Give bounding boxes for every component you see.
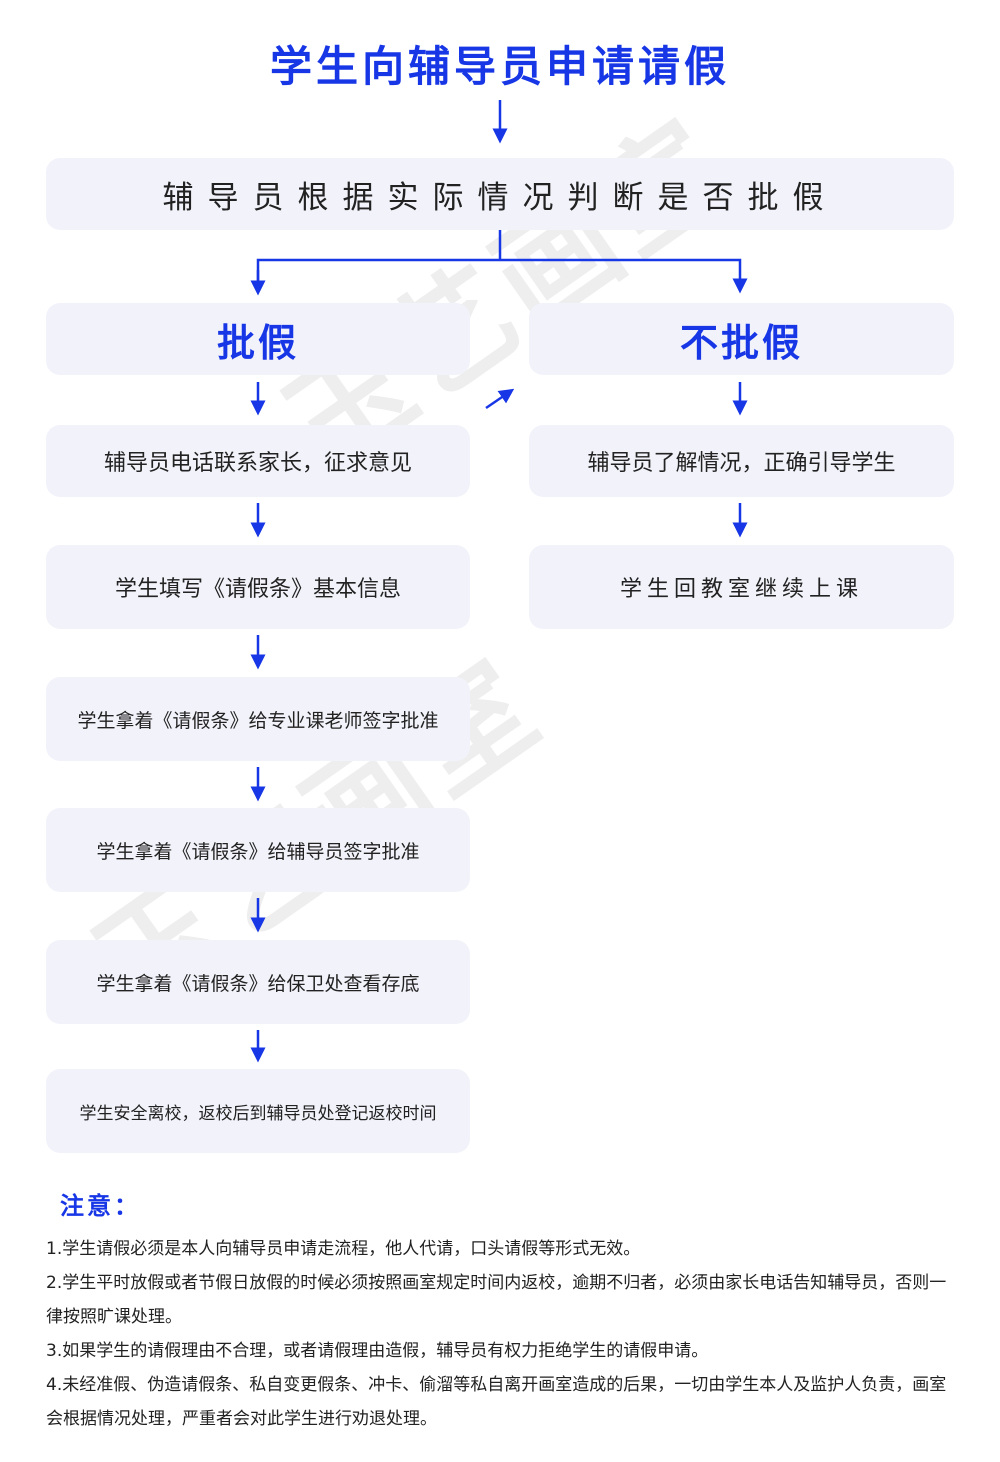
page-title: 学生向辅导员申请请假 bbox=[269, 42, 730, 91]
branch-connector bbox=[256, 230, 740, 286]
reject-step-2: 学生回教室继续上课 bbox=[529, 545, 954, 629]
approve-step-5: 学生拿着《请假条》给保卫处查看存底 bbox=[46, 940, 470, 1024]
notes-list: 1.学生请假必须是本人向辅导员申请走流程，他人代请，口头请假等形式无效。 2.学… bbox=[46, 1232, 958, 1436]
approve-step-6: 学生安全离校，返校后到辅导员处登记返校时间 bbox=[46, 1069, 470, 1153]
approve-step-4: 学生拿着《请假条》给辅导员签字批准 bbox=[46, 808, 470, 892]
approve-step-3: 学生拿着《请假条》给专业课老师签字批准 bbox=[46, 677, 470, 761]
reject-step-1: 辅导员了解情况，正确引导学生 bbox=[529, 425, 954, 497]
note-item-1: 1.学生请假必须是本人向辅导员申请走流程，他人代请，口头请假等形式无效。 bbox=[46, 1239, 641, 1259]
approve-step-1: 辅导员电话联系家长，征求意见 bbox=[46, 425, 470, 497]
reject-header: 不批假 bbox=[529, 303, 954, 375]
arrow-diagonal bbox=[485, 388, 515, 410]
approve-header: 批假 bbox=[46, 303, 470, 375]
note-item-2: 2.学生平时放假或者节假日放假的时候必须按照画室规定时间内返校，逾期不归者，必须… bbox=[46, 1273, 947, 1327]
note-item-4: 4.未经准假、伪造请假条、私自变更假条、冲卡、偷溜等私自离开画室造成的后果，一切… bbox=[46, 1375, 947, 1429]
notes-title: 注意： bbox=[60, 1192, 141, 1220]
approve-step-2: 学生填写《请假条》基本信息 bbox=[46, 545, 470, 629]
judge-box: 辅导员根据实际情况判断是否批假 bbox=[46, 158, 954, 230]
note-item-3: 3.如果学生的请假理由不合理，或者请假理由造假，辅导员有权力拒绝学生的请假申请。 bbox=[46, 1341, 709, 1361]
